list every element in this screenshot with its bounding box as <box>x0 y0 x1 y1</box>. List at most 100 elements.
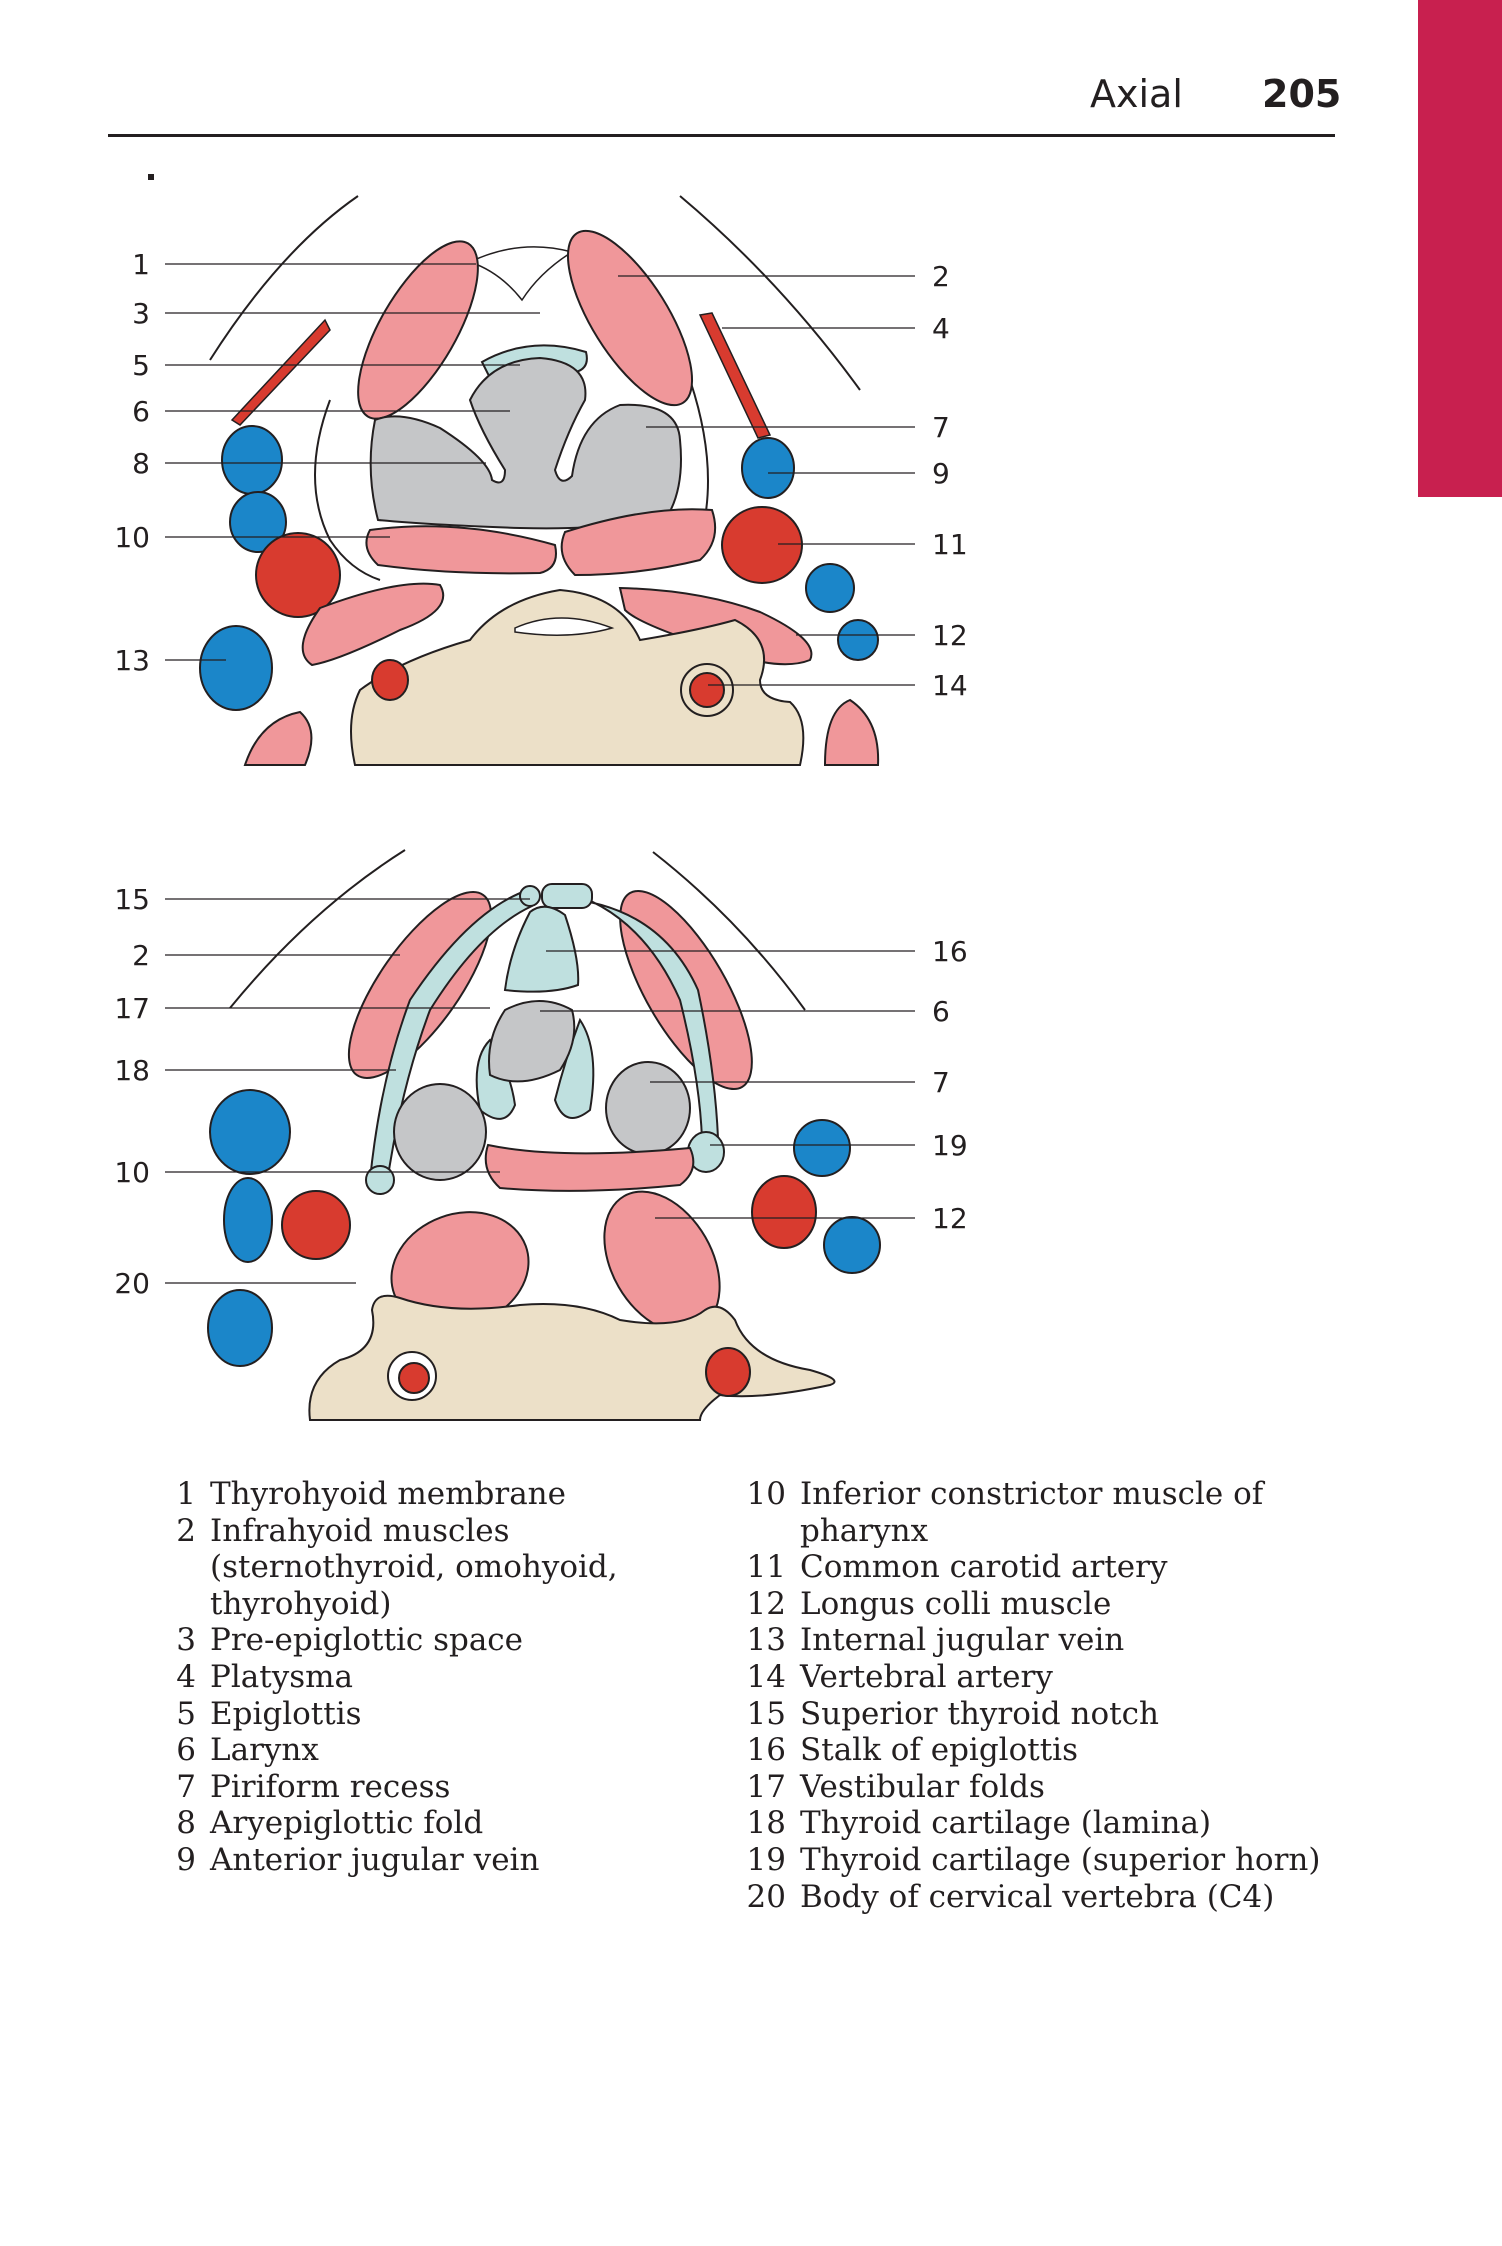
piriform-recess-left <box>393 1083 487 1181</box>
header-rule <box>108 134 1335 137</box>
inferior-constrictor <box>484 1143 695 1192</box>
axial-diagram-bottom: 15 2 17 18 10 20 16 6 7 19 12 <box>114 849 968 1421</box>
callout-label: 4 <box>932 312 950 345</box>
legend-text: Longus colli muscle <box>800 1585 1112 1622</box>
infrahyoid-muscle-right <box>566 229 694 407</box>
internal-jugular-vein-left <box>223 1177 273 1263</box>
legend-text: Vestibular folds <box>800 1768 1045 1805</box>
callout-numbers-left-top: 1 3 5 6 8 10 13 <box>114 248 150 677</box>
callout-label: 20 <box>114 1267 150 1300</box>
internal-jugular-vein <box>199 625 273 711</box>
legend-text: Vertebral artery <box>800 1658 1053 1695</box>
legend-number: 11 <box>746 1549 786 1586</box>
legend-item: 17 Vestibular folds <box>690 1769 1390 1806</box>
chapter-thumb-tab <box>1418 0 1502 497</box>
legend-item: 12 Longus colli muscle <box>690 1586 1390 1623</box>
callout-label: 7 <box>932 1066 950 1099</box>
vertebral-artery-left <box>398 1362 430 1394</box>
legend-number: 2 <box>176 1512 196 1549</box>
callout-label: 1 <box>132 248 150 281</box>
legend-number: 20 <box>746 1878 786 1915</box>
legend-number: 15 <box>746 1695 786 1732</box>
legend-number: 8 <box>176 1805 196 1842</box>
legend-text: Body of cervical vertebra (C4) <box>800 1878 1275 1915</box>
callout-label: 10 <box>114 1156 150 1189</box>
legend-number: 6 <box>176 1732 196 1769</box>
legend-text: Anterior jugular vein <box>210 1841 540 1878</box>
vein-lower-right <box>823 1216 881 1274</box>
callout-label: 8 <box>132 447 150 480</box>
callout-label: 6 <box>932 995 950 1028</box>
callout-label: 11 <box>932 528 968 561</box>
callout-numbers-left-bottom: 15 2 17 18 10 20 <box>114 883 150 1300</box>
vertebral-canal <box>514 617 615 636</box>
callout-numbers-right-bottom: 16 6 7 19 12 <box>932 935 968 1235</box>
legend-text: Aryepiglottic fold <box>210 1805 484 1842</box>
legend-item: 8 Aryepiglottic fold <box>140 1805 700 1842</box>
legend-number: 10 <box>746 1476 786 1512</box>
external-jugular-vein-right <box>805 563 855 613</box>
callout-label: 14 <box>932 669 968 702</box>
callout-label: 19 <box>932 1129 968 1162</box>
common-carotid-artery <box>751 1175 817 1249</box>
anterior-jugular-vein <box>741 437 795 499</box>
legend-text: Stalk of epiglottis <box>800 1732 1078 1769</box>
legend-text: Superior thyroid notch <box>800 1695 1159 1732</box>
legend-item: 18 Thyroid cartilage (lamina) <box>690 1805 1390 1842</box>
vein-upper-right <box>793 1119 851 1177</box>
vertebral-body <box>308 1294 836 1421</box>
legend-item: 4 Platysma <box>140 1659 700 1696</box>
piriform-recess <box>605 1061 691 1155</box>
common-carotid-artery-left <box>255 532 341 618</box>
callout-label: 7 <box>932 411 950 444</box>
callout-label: 12 <box>932 619 968 652</box>
legend-text: Epiglottis <box>210 1695 362 1732</box>
callout-label: 5 <box>132 349 150 382</box>
running-header-section: Axial <box>1090 72 1183 116</box>
common-carotid-artery-left <box>281 1190 351 1260</box>
muscle-bottom-left <box>243 710 313 766</box>
legend-item: 20 Body of cervical vertebra (C4) <box>690 1879 1390 1916</box>
inferior-constrictor-left <box>365 525 557 575</box>
thyrohyoid-membrane <box>468 246 574 302</box>
legend-number: 4 <box>176 1658 196 1695</box>
vertebral-artery-right <box>705 1347 751 1397</box>
vertebral-artery-left <box>371 659 409 701</box>
thyroid-cartilage-superior-horn-left <box>365 1165 395 1195</box>
legend-text: Infrahyoid muscles (sternothyroid, omohy… <box>210 1512 618 1622</box>
legend-number: 13 <box>746 1622 786 1659</box>
legend-number: 5 <box>176 1695 196 1732</box>
callout-label: 10 <box>114 521 150 554</box>
legend-text: Thyroid cartilage (lamina) <box>800 1805 1212 1842</box>
legend-number: 12 <box>746 1585 786 1622</box>
legend-right-column: 10 Inferior constrictor muscle of pharynx… <box>690 1476 1390 1915</box>
common-carotid-artery <box>721 506 803 584</box>
legend-text: Thyrohyoid membrane <box>210 1476 566 1512</box>
callout-label: 16 <box>932 935 968 968</box>
legend-number: 18 <box>746 1805 786 1842</box>
legend-text: Inferior constrictor muscle of pharynx <box>800 1476 1264 1549</box>
platysma-right <box>698 312 772 439</box>
callout-numbers-right-top: 2 4 7 9 11 12 14 <box>932 260 968 702</box>
legend-item: 11 Common carotid artery <box>690 1549 1390 1586</box>
legend-number: 17 <box>746 1768 786 1805</box>
internal-jugular-vein-upper-left <box>209 1089 291 1175</box>
thyroid-cartilage-anterior <box>541 883 593 909</box>
callout-label: 15 <box>114 883 150 916</box>
legend-item: 15 Superior thyroid notch <box>690 1696 1390 1733</box>
callout-label: 12 <box>932 1202 968 1235</box>
legend-text: Common carotid artery <box>800 1549 1168 1586</box>
legend-text: Larynx <box>210 1732 319 1769</box>
legend-number: 19 <box>746 1841 786 1878</box>
legend-text: Platysma <box>210 1658 354 1695</box>
callout-label: 6 <box>132 395 150 428</box>
vein-lower-left <box>207 1289 273 1367</box>
